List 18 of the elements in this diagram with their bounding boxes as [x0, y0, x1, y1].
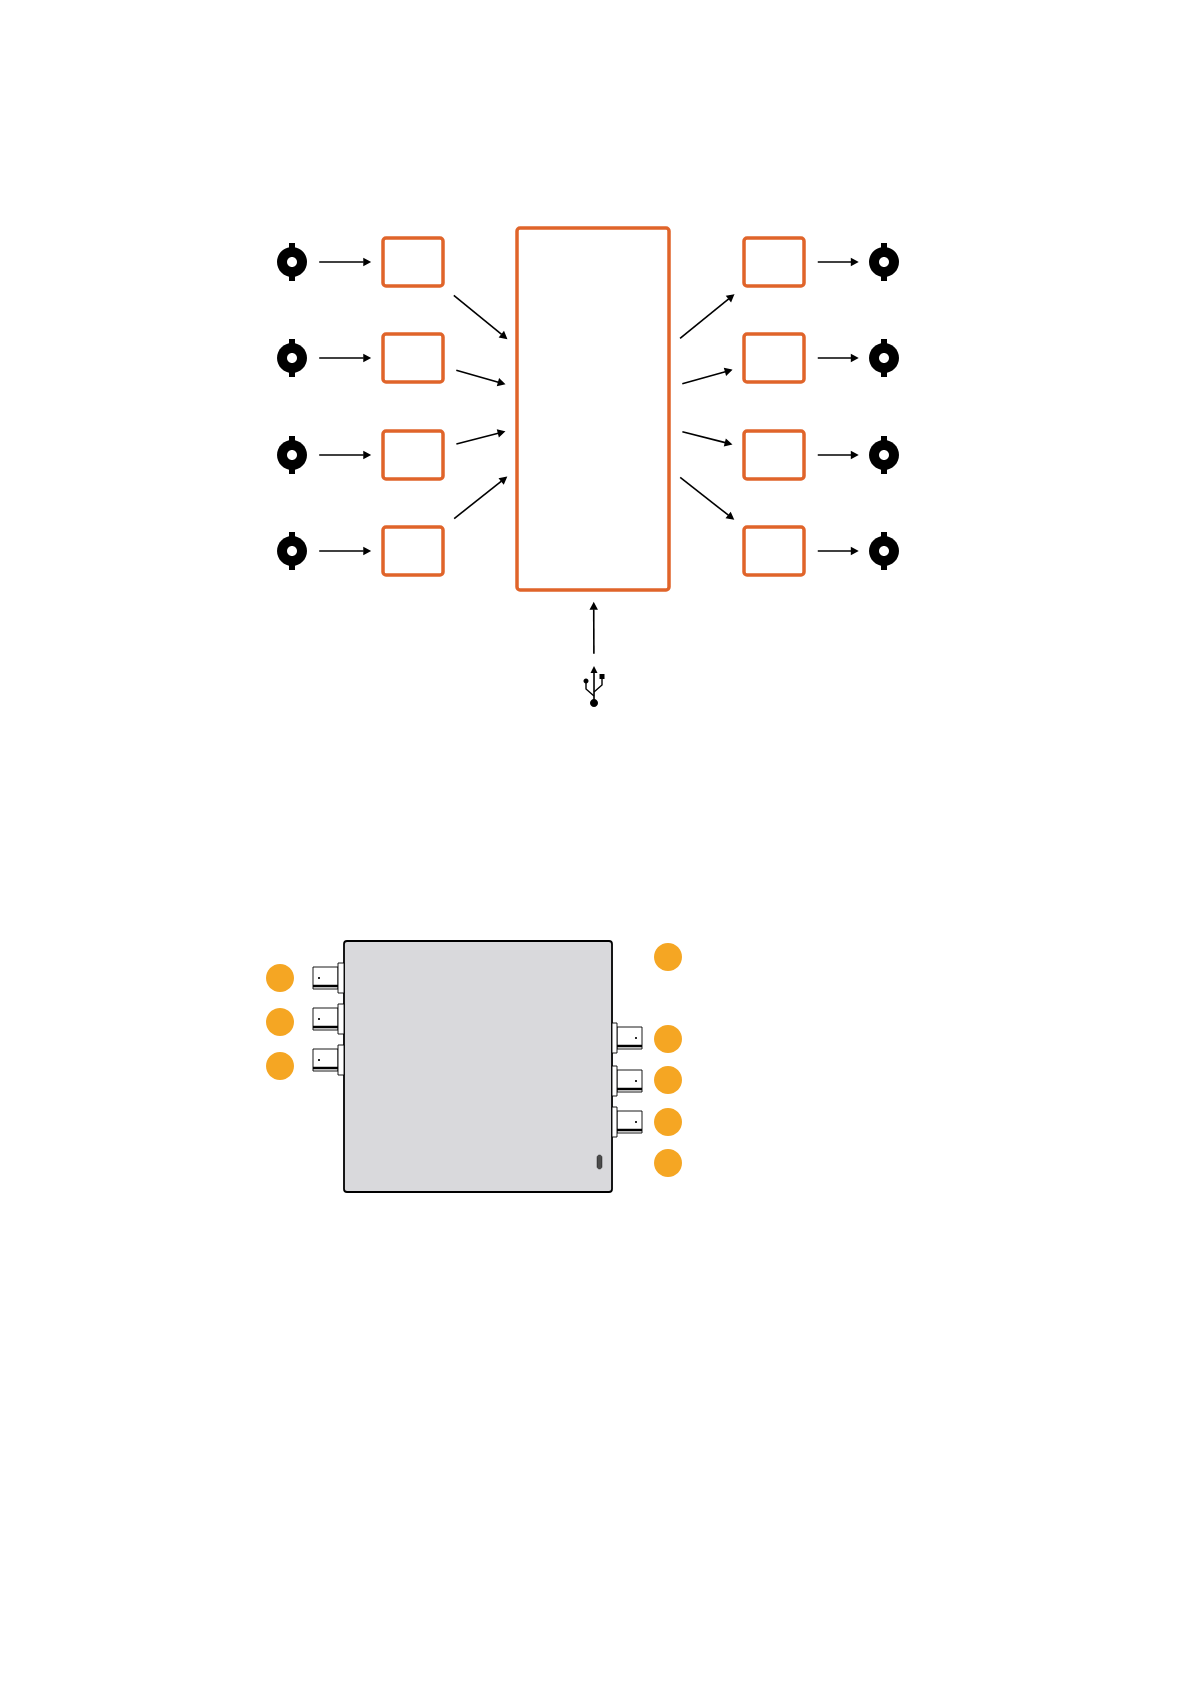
process-box — [381, 236, 445, 288]
process-box — [515, 226, 671, 592]
connector-symbol — [869, 243, 899, 281]
process-box — [742, 236, 806, 288]
connector-symbol — [277, 436, 307, 474]
connector-symbol — [277, 243, 307, 281]
process-box — [742, 429, 806, 481]
connector-symbol — [869, 532, 899, 570]
process-box — [381, 429, 445, 481]
process-box — [742, 525, 806, 577]
connector-symbol — [869, 436, 899, 474]
process-box — [381, 525, 445, 577]
connector-symbol — [277, 339, 307, 377]
process-box — [381, 332, 445, 384]
connector-symbol — [277, 532, 307, 570]
connector-symbol — [869, 339, 899, 377]
usb-symbol — [583, 666, 605, 707]
process-box — [742, 332, 806, 384]
